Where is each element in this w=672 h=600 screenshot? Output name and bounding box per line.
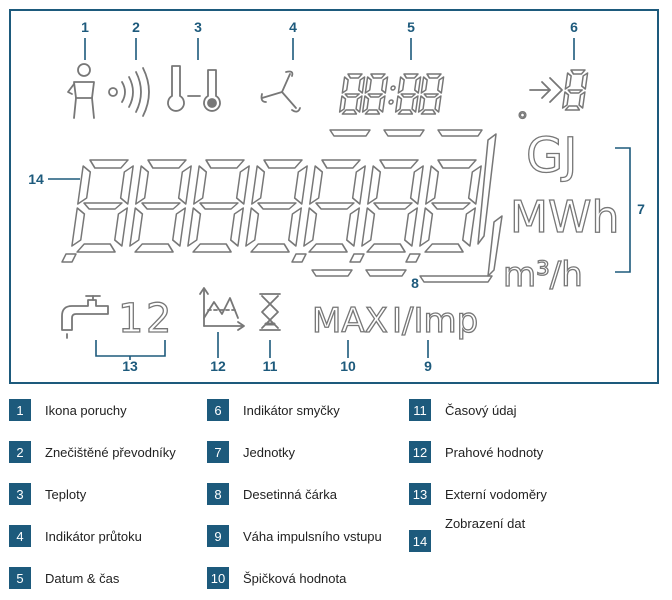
temperature-icon xyxy=(167,65,221,112)
callout-11: 11 xyxy=(263,358,278,374)
legend-item: 9 Váha impulsního vstupu xyxy=(207,524,382,548)
callout-13: 13 xyxy=(122,358,138,374)
decimal-points xyxy=(61,253,421,263)
callout-14: 14 xyxy=(28,171,44,187)
unit-gj: GJ xyxy=(526,128,577,184)
legend-item: 7 Jednotky xyxy=(207,440,295,464)
callout-12: 12 xyxy=(210,358,226,374)
water-tap-icon xyxy=(61,295,109,339)
legend-item: 14 Zobrazení dat xyxy=(409,516,525,552)
fault-person-icon xyxy=(67,63,95,119)
callout-4: 4 xyxy=(289,19,297,35)
leader-lines xyxy=(48,38,631,360)
legend: 1 Ikona poruchy 2 Znečištěné převodníky … xyxy=(9,398,669,598)
callout-5: 5 xyxy=(407,19,415,35)
external-meter-2: 2 xyxy=(146,296,171,342)
main-digits xyxy=(70,159,483,253)
legend-item: 11 Časový údaj xyxy=(409,398,517,422)
callout-8: 8 xyxy=(411,275,419,291)
unit-m3h: m³/h xyxy=(503,255,583,295)
external-meter-1: 1 xyxy=(118,296,143,342)
callout-9: 9 xyxy=(424,358,432,374)
peak-max-label: MAX xyxy=(312,301,388,341)
legend-item: 3 Teploty xyxy=(9,482,86,506)
legend-item: 5 Datum & čas xyxy=(9,566,119,590)
pulse-weight-label: I/Imp xyxy=(392,301,478,341)
callout-1: 1 xyxy=(81,19,89,35)
legend-item: 13 Externí vodoměry xyxy=(409,482,547,506)
loop-indicator-icon xyxy=(529,69,589,111)
callout-3: 3 xyxy=(194,19,202,35)
unit-mwh: MWh xyxy=(510,192,619,243)
lcd-diagram: 1 2 3 4 5 6 7 8 9 10 11 12 13 14 xyxy=(28,19,645,374)
legend-item: 12 Prahové hodnoty xyxy=(409,440,543,464)
callout-6: 6 xyxy=(570,19,578,35)
legend-item: 2 Znečištěné převodníky xyxy=(9,440,176,464)
hourglass-icon xyxy=(259,293,281,331)
callout-2: 2 xyxy=(132,19,140,35)
legend-item: 4 Indikátor průtoku xyxy=(9,524,142,548)
legend-item: 10 Špičková hodnota xyxy=(207,566,346,590)
degree-symbol: ° xyxy=(517,109,528,134)
upper-dashes xyxy=(311,129,503,283)
legend-item: 8 Desetinná čárka xyxy=(207,482,337,506)
legend-item: 6 Indikátor smyčky xyxy=(207,398,340,422)
callout-7: 7 xyxy=(637,201,645,217)
flow-indicator-icon xyxy=(260,70,301,113)
date-time-digits xyxy=(338,73,445,115)
legend-item: 1 Ikona poruchy xyxy=(9,398,127,422)
callout-10: 10 xyxy=(340,358,356,374)
threshold-icon xyxy=(199,287,245,331)
lcd-display-panel xyxy=(9,9,659,384)
dirty-transducer-icon xyxy=(108,67,150,117)
